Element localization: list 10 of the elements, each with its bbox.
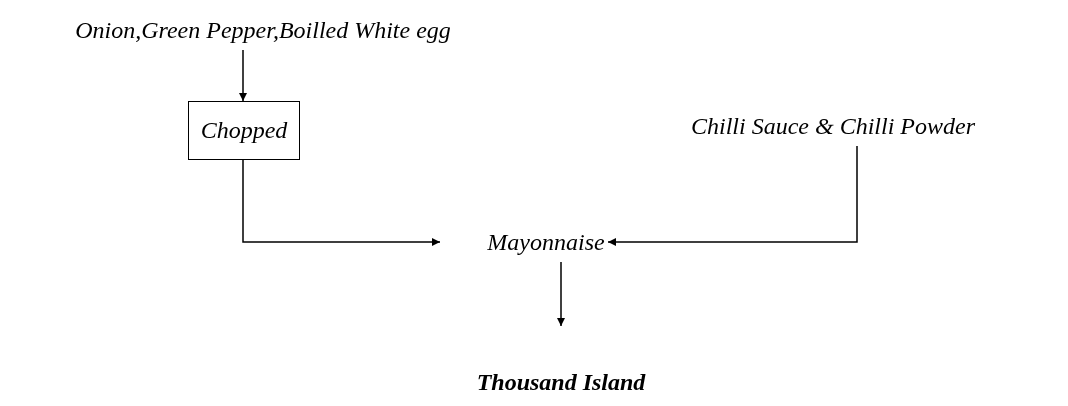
- ingredient-label: Chilli Sauce & Chilli Powder: [691, 112, 975, 140]
- process-box: [188, 101, 300, 160]
- ingredient-label: Onion,Green Pepper,Boilled White egg: [75, 16, 451, 44]
- step-label: Chopped: [200, 117, 288, 144]
- ingredient-label: Thousand Island: [476, 369, 646, 396]
- arrow: [239, 49, 247, 102]
- arrow: [607, 145, 858, 246]
- arrow: [557, 261, 565, 327]
- arrow: [242, 159, 441, 246]
- ingredient-label: Mayonnaise: [487, 228, 605, 256]
